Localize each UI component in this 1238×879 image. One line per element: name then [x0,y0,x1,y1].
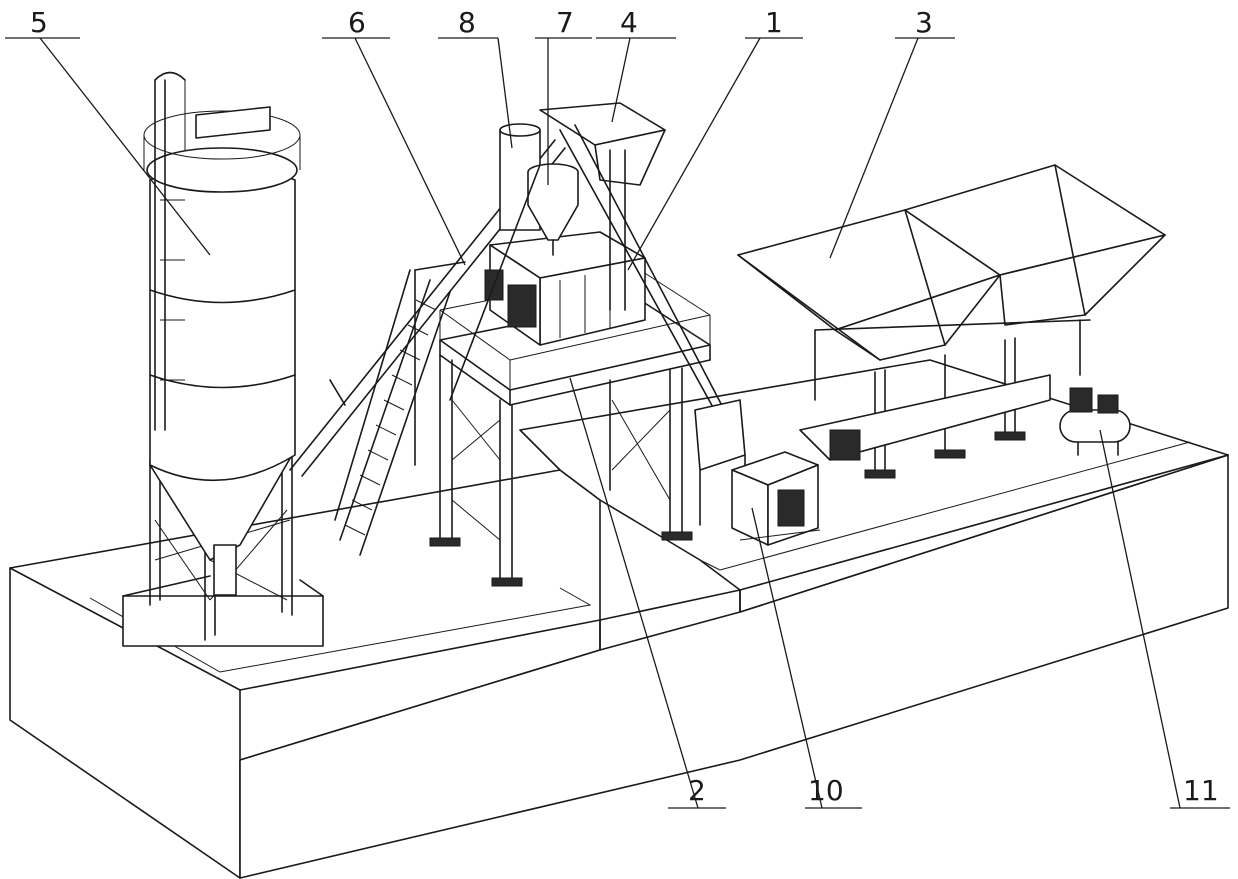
cement-silo [122,71,324,647]
callout-label-1: 1 [765,6,783,39]
aggregate-bins [737,164,1166,479]
callout-label-5: 5 [30,6,48,39]
cement-weigher [527,163,579,256]
callout-label-3: 3 [915,6,933,39]
callout-label-10: 10 [808,774,844,807]
concrete-mixer [484,231,646,346]
callout-3: 3 [829,6,955,259]
callout-10: 10 [751,507,862,809]
callout-7: 7 [535,6,592,185]
callout-label-4: 4 [620,6,638,39]
callout-label-8: 8 [458,6,476,39]
callout-5: 5 [5,6,211,256]
callout-label-2: 2 [688,774,706,807]
callout-1: 1 [627,6,803,271]
callout-2: 2 [569,377,726,809]
air-compressor [1059,387,1131,456]
callout-4: 4 [596,6,676,123]
callout-label-7: 7 [556,6,574,39]
callout-11: 11 [1099,429,1230,809]
callout-8: 8 [438,6,513,149]
foundation-slab [9,359,1229,879]
callout-label-6: 6 [348,6,366,39]
access-stairs [334,269,451,556]
skip-hoist [449,102,741,441]
control-cabinet [731,451,821,546]
callout-6: 6 [322,6,466,266]
callout-label-11: 11 [1183,774,1219,807]
